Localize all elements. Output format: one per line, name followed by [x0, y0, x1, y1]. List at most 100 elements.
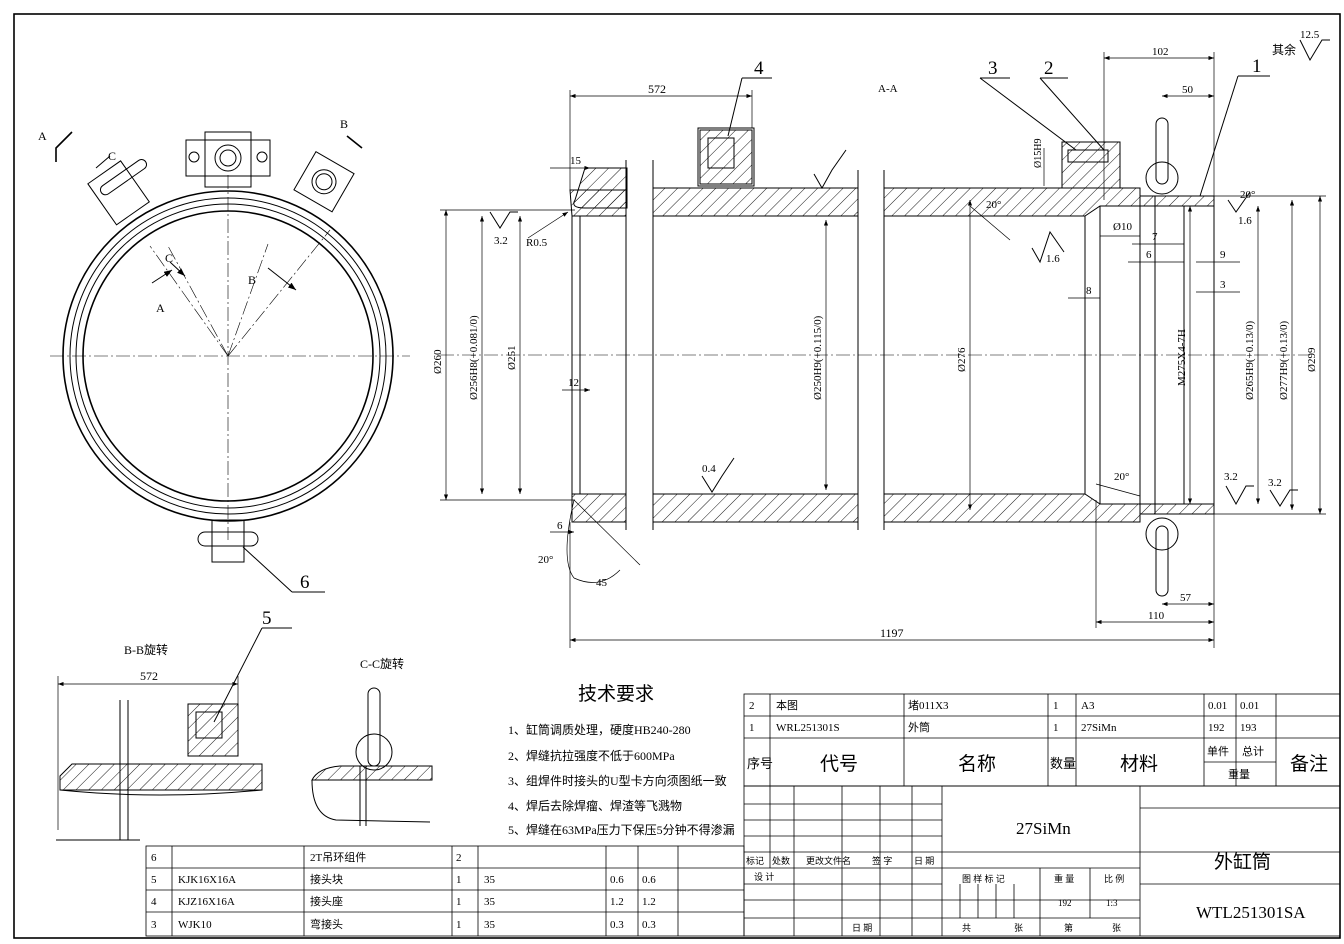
dim-110: 110: [1148, 610, 1165, 622]
rev-col-mark: 标记: [746, 855, 764, 866]
bom-cell: 0.01: [1240, 700, 1259, 712]
table-row: 4 KJZ16X16A 接头座 1 35 1.2 1.2: [151, 894, 656, 908]
bom-cell: 2: [749, 700, 755, 712]
dim-6b: 6: [1146, 249, 1152, 261]
balloon-5: 5: [262, 608, 272, 629]
bom-cell: 1: [749, 722, 755, 734]
bom-cell: 1.2: [642, 896, 656, 908]
bom-cell: 6: [151, 852, 157, 864]
end-view: A B C A B C 6: [38, 117, 410, 593]
tech-item: 2、焊缝抗拉强度不低于600MPa: [508, 748, 675, 763]
rough-04: 0.4: [702, 463, 716, 475]
view-bb-title: B-B旋转: [124, 642, 168, 657]
dim-7: 7: [1152, 231, 1158, 243]
label-a: A: [156, 301, 165, 315]
bom-cell: 35: [484, 874, 496, 886]
balloon-2: 2: [1044, 58, 1054, 79]
label-a-top: A: [38, 129, 47, 143]
bom-cell: 0.3: [610, 919, 624, 931]
sheet-no-label: 第: [1064, 922, 1073, 933]
header-weight: 重量: [1228, 767, 1250, 781]
bom-lower: 6 2T吊环组件 2 5 KJK16X16A 接头块 1 35 0.6 0.6 …: [145, 845, 745, 937]
view-cc: C-C旋转: [311, 656, 433, 826]
dim-phi250: Ø250H9(+0.115/0): [812, 315, 824, 400]
bom-cell: 1: [1053, 700, 1059, 712]
dim-3: 3: [1220, 279, 1226, 291]
bom-cell: 27SiMn: [1081, 722, 1117, 734]
dim-r05: R0.5: [526, 237, 548, 249]
dim-phi251: Ø251: [506, 346, 518, 370]
bom-cell: 堵011X3: [908, 698, 949, 712]
bom-cell: 1: [456, 896, 462, 908]
rough-32b: 3.2: [1224, 471, 1238, 483]
bom-cell: 0.01: [1208, 700, 1227, 712]
scale-value: 1:3: [1106, 898, 1118, 908]
dim-phi260: Ø260: [432, 349, 444, 374]
table-row: 1 WRL251301S 外筒 1 27SiMn 192 193: [749, 720, 1257, 734]
table-row: 3 WJK10 弯接头 1 35 0.3 0.3: [151, 917, 656, 931]
bom-cell: 3: [151, 919, 157, 931]
dim-20a: 20°: [538, 554, 553, 566]
dim-phi10: Ø10: [1113, 221, 1132, 233]
drawing-number: WTL251301SA: [1196, 903, 1306, 922]
header-no: 序号: [747, 756, 773, 771]
header-qty: 数量: [1050, 756, 1076, 771]
bom-upper: 2 本图 堵011X3 1 A3 0.01 0.01 1 WRL251301S …: [743, 693, 1341, 787]
label-c-top: C: [108, 149, 116, 163]
header-name: 名称: [958, 753, 996, 775]
dim-572b: 572: [140, 669, 158, 683]
dim-20b: 20°: [986, 199, 1001, 211]
bom-cell: 2T吊环组件: [310, 850, 366, 864]
dim-20c: 20°: [1114, 471, 1129, 483]
scale-label: 比 例: [1104, 873, 1124, 884]
view-cc-title: C-C旋转: [360, 656, 404, 671]
bom-cell: 192: [1208, 722, 1225, 734]
bom-cell: 35: [484, 919, 496, 931]
dim-phi256: Ø256H8(+0.081/0): [468, 315, 480, 400]
label-c: C: [165, 251, 173, 265]
stage-label: 图 样 标 记: [962, 873, 1005, 884]
dim-phi265: Ø265H9(+0.13/0): [1244, 320, 1256, 400]
dim-45: 45: [596, 577, 608, 589]
bom-cell: 外筒: [908, 720, 930, 734]
tech-item: 4、焊后去除焊瘤、焊渣等飞溅物: [508, 798, 682, 813]
balloon-6: 6: [300, 572, 310, 593]
dim-phi277: Ø277H9(+0.13/0): [1278, 320, 1290, 400]
view-bb: B-B旋转 572 5: [56, 608, 292, 841]
bom-cell: 1.2: [610, 896, 624, 908]
dim-20d: 20°: [1240, 189, 1255, 201]
rough-16a: 1.6: [1046, 253, 1060, 265]
dim-8: 8: [1086, 285, 1092, 297]
bom-cell: WRL251301S: [776, 722, 840, 734]
table-row: 5 KJK16X16A 接头块 1 35 0.6 0.6: [151, 873, 656, 886]
rough-rest: 其余: [1272, 42, 1296, 57]
bom-cell: 弯接头: [310, 917, 343, 931]
drawing-frame: [13, 13, 1341, 939]
bom-cell: A3: [1081, 700, 1095, 712]
label-b: B: [248, 273, 256, 287]
bom-cell: 0.6: [610, 874, 624, 886]
bom-cell: 5: [151, 874, 157, 886]
bom-cell: 接头座: [310, 894, 343, 908]
tech-item: 5、焊缝在63MPa压力下保压5分钟不得渗漏: [508, 822, 735, 837]
tech-title: 技术要求: [578, 683, 654, 705]
title-block: 标记 处数 更改文件名 签 字 日 期 设 计 日 期 27SiMn 图 样 标…: [743, 785, 1341, 937]
tech-item: 1、缸筒调质处理，硬度HB240-280: [508, 722, 691, 737]
header-material: 材料: [1120, 753, 1158, 775]
weight-value: 192: [1058, 898, 1072, 908]
dim-102: 102: [1152, 46, 1169, 58]
weight-label: 重 量: [1054, 873, 1074, 884]
dim-15: 15: [570, 155, 582, 167]
design-label: 设 计: [754, 871, 774, 882]
table-row: 6 2T吊环组件 2: [151, 850, 462, 864]
label-b-top: B: [340, 117, 348, 131]
dim-m275: M275X4-7H: [1176, 329, 1188, 386]
rev-col-count: 处数: [772, 855, 790, 866]
part-name: 外缸筒: [1214, 851, 1271, 873]
bom-cell: 1: [456, 919, 462, 931]
section-title: A-A: [878, 83, 898, 95]
bom-cell: 1: [1053, 722, 1059, 734]
rev-col-sign: 签 字: [872, 855, 892, 866]
header-code: 代号: [820, 753, 858, 775]
dim-50: 50: [1182, 84, 1194, 96]
